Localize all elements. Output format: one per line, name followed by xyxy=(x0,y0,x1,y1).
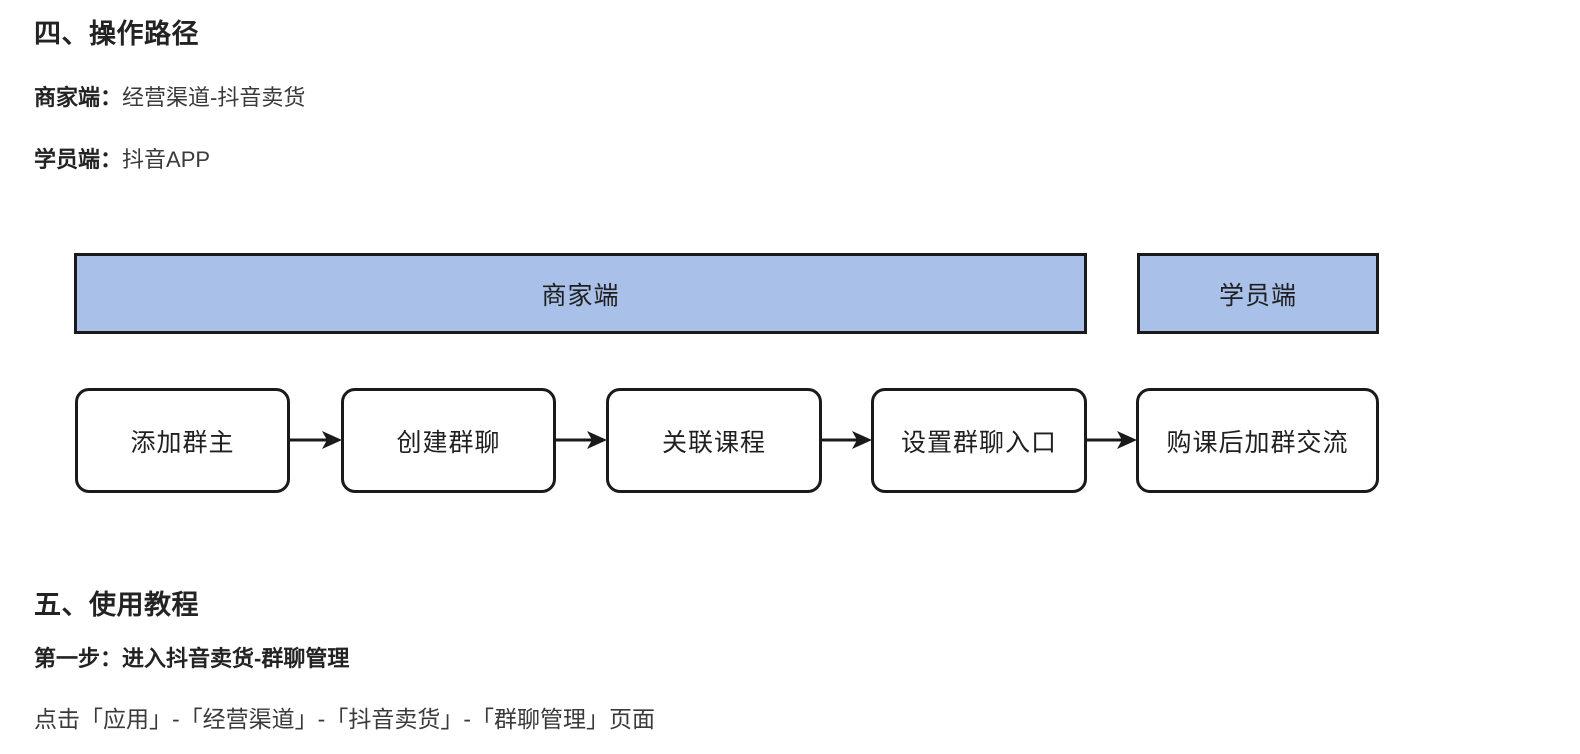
flow-step-join-group-after-purchase: 购课后加群交流 xyxy=(1136,388,1379,493)
flow-step-label: 关联课程 xyxy=(661,428,766,457)
flow-step-link-course: 关联课程 xyxy=(606,388,822,493)
tutorial-step-heading: 第一步：进入抖音卖货-群聊管理 xyxy=(34,646,350,671)
swimlane-student: 学员端 xyxy=(1137,253,1379,334)
swimlane-label-merchant: 商家端 xyxy=(541,281,620,310)
flow-arrow-icon xyxy=(1087,431,1137,449)
path-line-merchant: 商家端：经营渠道-抖音卖货 xyxy=(34,80,305,112)
flow-step-add-group-owner: 添加群主 xyxy=(75,388,290,493)
flow-step-set-group-entry: 设置群聊入口 xyxy=(871,388,1087,493)
flow-arrow-icon xyxy=(822,431,872,449)
swimlane-merchant: 商家端 xyxy=(74,253,1087,334)
tutorial-body-text: 点击「应用」-「经营渠道」-「抖音卖货」-「群聊管理」页面 xyxy=(34,706,655,732)
flow-step-create-group-chat: 创建群聊 xyxy=(341,388,556,493)
path-line-student: 学员端：抖音APP xyxy=(34,142,210,174)
path-label-student: 学员端： xyxy=(34,147,123,172)
swimlane-label-student: 学员端 xyxy=(1218,281,1297,310)
path-label-merchant: 商家端： xyxy=(34,85,123,110)
section-heading-usage-tutorial: 五、使用教程 xyxy=(34,590,199,620)
path-value-merchant: 经营渠道-抖音卖货 xyxy=(122,85,306,110)
flow-step-label: 购课后加群交流 xyxy=(1166,428,1349,457)
flow-step-label: 创建群聊 xyxy=(396,428,501,457)
section-heading-operation-path: 四、操作路径 xyxy=(34,19,199,49)
flow-step-label: 设置群聊入口 xyxy=(900,428,1057,457)
path-value-student: 抖音APP xyxy=(122,147,211,172)
flow-arrow-icon xyxy=(290,431,342,449)
flow-arrow-icon xyxy=(556,431,607,449)
flow-step-label: 添加群主 xyxy=(130,428,235,457)
